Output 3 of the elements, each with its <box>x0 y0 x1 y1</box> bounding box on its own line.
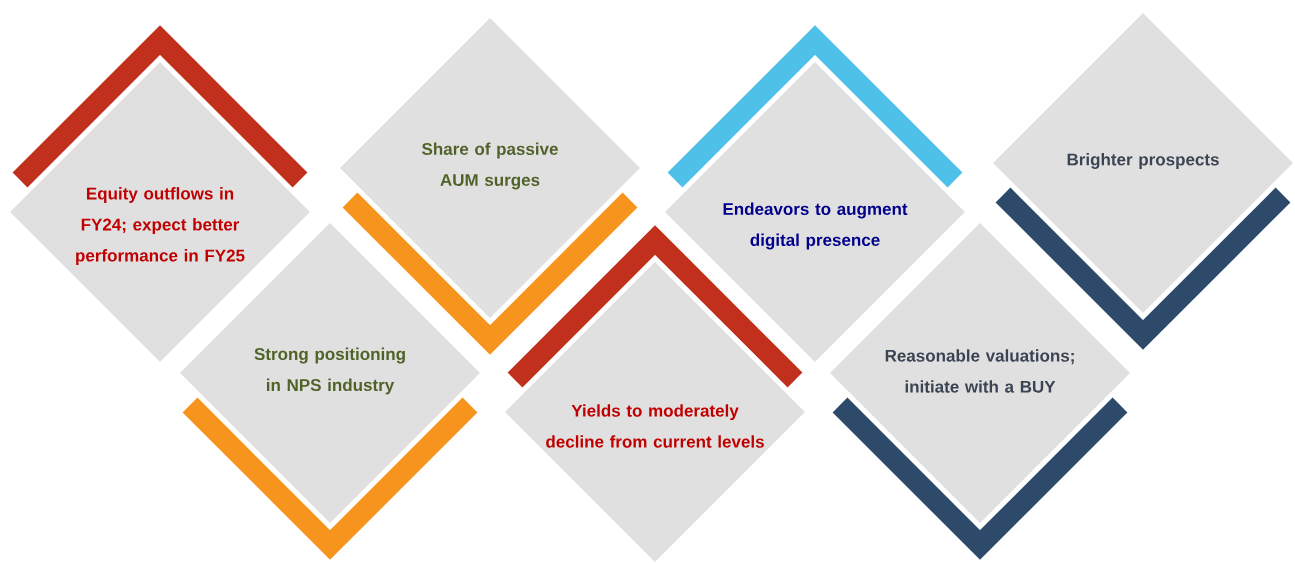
diamond-card: Brighter prospects <box>993 13 1293 350</box>
node-label: Yields to moderately decline from current levels <box>546 404 764 448</box>
node-label: Share of passive AUM surges <box>421 142 558 190</box>
